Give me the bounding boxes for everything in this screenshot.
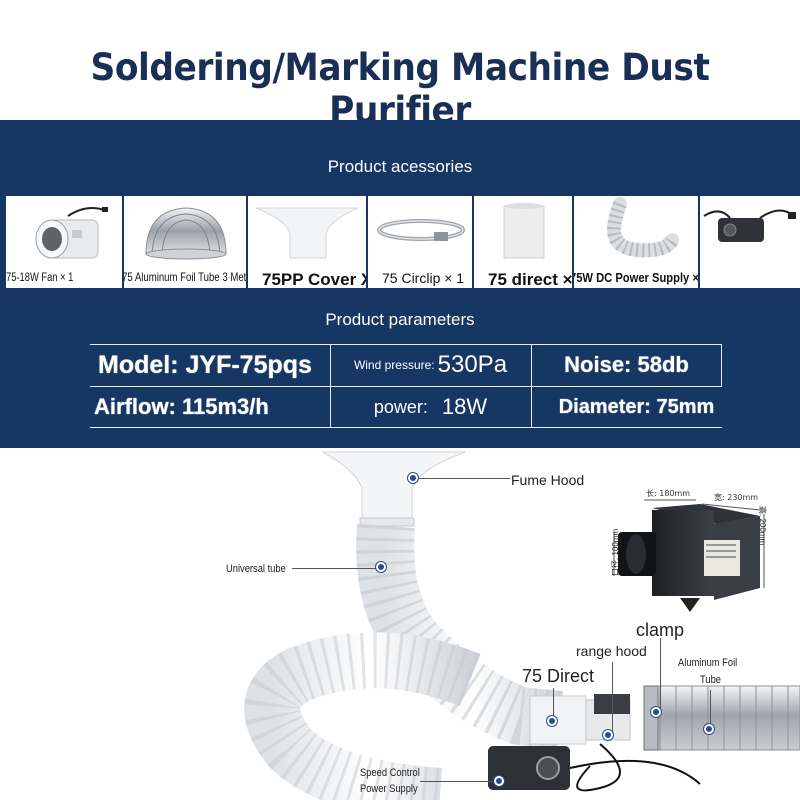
wind-pressure-value: 530Pa: [437, 351, 508, 378]
table-border: [90, 344, 722, 345]
accessory-direct: 75 direct × 1: [472, 196, 572, 288]
callout-dot: [603, 730, 613, 740]
callout-leader: [710, 690, 711, 726]
speed-control-label: Speed Control: [360, 767, 420, 779]
accessories-heading: Product acessories: [327, 157, 473, 176]
model-value: Model: JYF-75pqs: [98, 350, 312, 379]
table-border: [90, 386, 722, 387]
callout-dot: [704, 724, 714, 734]
funnel-cover-icon: [255, 207, 359, 259]
accessory-pp-cover: 75PP Cover X1: [246, 196, 366, 288]
page-title: Soldering/Marking Machine Dust Purifier: [90, 46, 710, 132]
speed-control-label-2: Power Supply: [360, 783, 418, 795]
accessory-label: 75 direct × 1: [488, 270, 572, 288]
wind-pressure-label: Wind pressure:: [353, 358, 435, 372]
power-label: power:: [373, 396, 428, 417]
callout-leader: [553, 688, 554, 718]
accessory-power-supply: 75W DC Power Supply × 1, 1 meter ×: [572, 196, 698, 288]
callout-dot: [376, 562, 386, 572]
table-border: [531, 344, 532, 428]
accessories-row: 75-18W Fan × 1 75 Aluminum Foil Tube 3 M…: [6, 196, 800, 288]
accessory-foil-tube: 75 Aluminum Foil Tube 3 Meters × 1: [122, 196, 246, 288]
table-border: [721, 344, 722, 386]
direct-connector-icon: [503, 203, 545, 259]
accessory-label: 75 Aluminum Foil Tube 3 Meters × 1: [122, 270, 246, 284]
airflow-value: Airflow: 115m3/h: [94, 394, 269, 419]
fume-hood-label: Fume Hood: [511, 472, 585, 488]
parameters-table: Model: JYF-75pqs Wind pressure: 530Pa No…: [90, 344, 722, 428]
dim-length-text: 长: 180mm: [646, 488, 690, 498]
callout-leader: [418, 478, 510, 479]
purifier-assembly-drawing: 长: 180mm 宽: 230mm: [244, 451, 800, 800]
dim-height-label: 高: 200mm: [758, 506, 767, 546]
callout-leader: [660, 638, 661, 710]
direct-label: 75 Direct: [522, 666, 595, 686]
coiled-tube-icon: [606, 197, 679, 258]
noise-value: Noise: 58db: [564, 352, 689, 377]
hose-clamp-icon: [377, 219, 465, 241]
dim-width-text: 宽: 230mm: [714, 492, 758, 502]
callout-leader: [292, 568, 376, 569]
accessory-fan: 75-18W Fan × 1: [6, 196, 122, 288]
table-border: [90, 427, 722, 428]
inline-fan-icon: [35, 207, 108, 259]
callout-dot: [494, 776, 504, 786]
parameters-heading: Product parameters: [325, 310, 475, 329]
diameter-value: Diameter: 75mm: [558, 395, 715, 418]
speed-controller-icon: [703, 209, 796, 242]
callout-dot: [408, 473, 418, 483]
accessory-label: 75W DC Power Supply × 1, 1 meter ×: [572, 270, 698, 285]
accessory-speed-controller: [698, 196, 800, 288]
wind-pressure-cell: Wind pressure: 530Pa: [330, 344, 531, 386]
callout-dot: [547, 716, 557, 726]
dim-inlet-label: 口径: 100mm: [611, 528, 620, 576]
foil-tube-icon: [145, 207, 227, 260]
power-value: 18W: [441, 394, 488, 419]
accessory-label: 75 Circlip × 1: [382, 270, 465, 286]
accessory-circlip: 75 Circlip × 1: [366, 196, 472, 288]
callout-leader: [420, 781, 496, 782]
title-band: Soldering/Marking Machine Dust Purifier: [0, 0, 800, 132]
accessory-label: 75-18W Fan × 1: [6, 270, 74, 284]
aluminum-foil-label: Aluminum Foil: [678, 657, 738, 669]
clamp-label: clamp: [636, 620, 685, 640]
power-cell: power: 18W: [330, 387, 531, 427]
universal-tube-label: Universal tube: [226, 563, 286, 575]
product-illustration: 长: 180mm 宽: 230mm 高: 200mm 口径: 100mm Fum…: [0, 448, 800, 800]
range-hood-label: range hood: [576, 643, 647, 659]
accessory-label: 75PP Cover X1: [262, 270, 366, 288]
callout-dot: [651, 707, 661, 717]
callout-leader: [612, 662, 613, 732]
aluminum-foil-label-2: Tube: [700, 674, 721, 686]
table-border: [330, 344, 331, 428]
